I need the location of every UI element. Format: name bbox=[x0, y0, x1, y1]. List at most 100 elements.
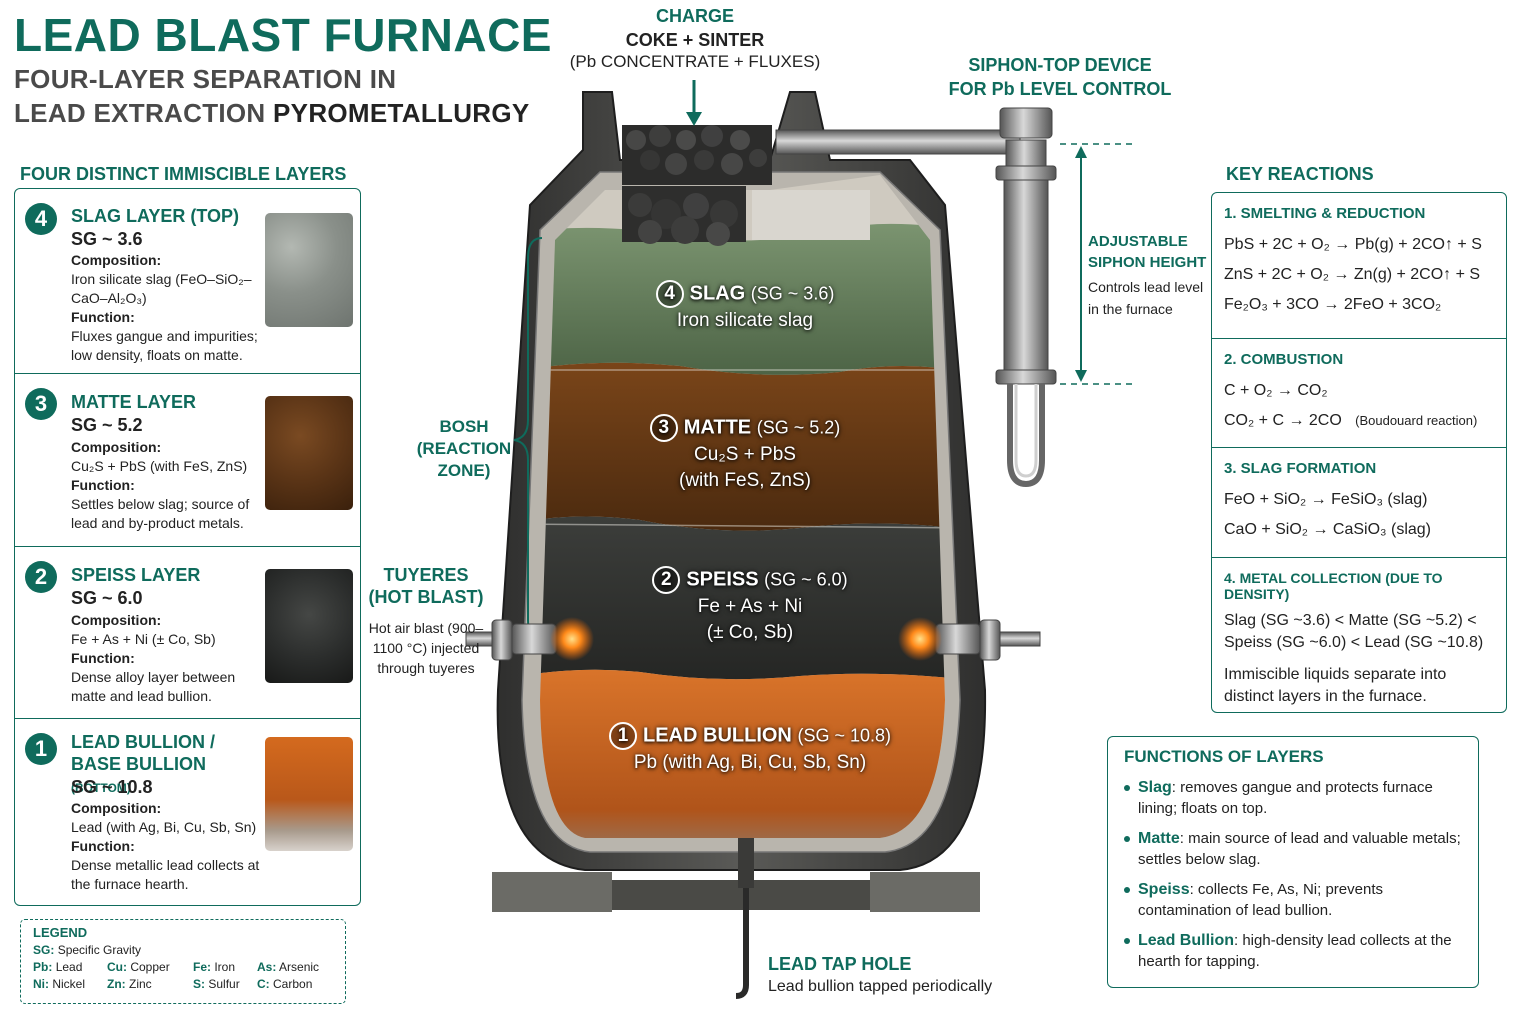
charge-main: COKE + SINTER bbox=[625, 30, 765, 50]
subtitle-line-1: FOUR-LAYER SEPARATION IN bbox=[14, 64, 397, 94]
reaction-equation: CO₂ + C → 2CO (Boudouard reaction) bbox=[1224, 406, 1494, 436]
furnace-layer-desc: (± Co, Sb) bbox=[706, 622, 794, 643]
tuyere-right bbox=[898, 617, 1041, 661]
composition-text: Lead (with Ag, Bi, Cu, Sb, Sn) bbox=[71, 819, 257, 835]
furnace-layer-desc: Pb (with Ag, Bi, Cu, Sb, Sn) bbox=[633, 752, 867, 773]
furnace-layer-name: LEAD BULLION bbox=[643, 724, 792, 747]
legend-entry: Zn: Zinc bbox=[107, 977, 152, 991]
tuyeres-text: Hot air blast (900–1100 °C) injected thr… bbox=[368, 620, 484, 676]
foundation-block bbox=[870, 872, 980, 912]
layer-details: Composition: Cu₂S + PbS (with FeS, ZnS) … bbox=[71, 438, 271, 533]
speiss-zone bbox=[540, 516, 945, 680]
speiss-texture-swatch bbox=[265, 569, 353, 683]
furnace-layer-sg: (SG ~ 10.8) bbox=[797, 725, 891, 746]
layer-name-main: LEAD BULLION / BASE BULLION bbox=[71, 732, 215, 774]
layer-number-badge: 4 bbox=[655, 280, 684, 308]
slag-texture-swatch bbox=[265, 213, 353, 327]
layer-name: LEAD BULLION / BASE BULLION (BOTTOM) bbox=[71, 731, 261, 799]
legend-entry: SG: Specific Gravity bbox=[33, 943, 142, 957]
layer-name: SLAG LAYER (TOP) bbox=[71, 206, 240, 226]
legend-entry: S: Sulfur bbox=[193, 977, 240, 991]
function-label: Function: bbox=[71, 838, 135, 854]
legend-entry: Cu: Copper bbox=[107, 960, 170, 974]
layer-card-lead-bullion: 1 LEAD BULLION / BASE BULLION (BOTTOM) S… bbox=[15, 719, 360, 905]
immiscible-note: Immiscible liquids separate into distinc… bbox=[1224, 666, 1447, 705]
layer-number-badge: 4 bbox=[25, 203, 57, 235]
page-title: LEAD BLAST FURNACE bbox=[14, 9, 552, 61]
matte-texture-swatch bbox=[265, 396, 353, 510]
layer-card-matte: 3 MATTE LAYER SG ~ 5.2 Composition: Cu₂S… bbox=[15, 374, 360, 547]
furnace-layer-desc: Iron silicate slag bbox=[676, 310, 814, 331]
reaction-section-title: 3. SLAG FORMATION bbox=[1224, 460, 1377, 477]
function-text: Settles below slag; source of lead and b… bbox=[71, 496, 250, 531]
furnace-layer-sg: (SG ~ 5.2) bbox=[756, 417, 841, 438]
tuyeres-title-line: TUYERES bbox=[383, 565, 469, 585]
composition-text: Fe + As + Ni (± Co, Sb) bbox=[71, 631, 216, 647]
reaction-section-slag-formation: 3. SLAG FORMATION FeO + SiO₂ → FeSiO₃ (s… bbox=[1212, 448, 1506, 558]
composition-label: Composition: bbox=[71, 252, 162, 268]
adjustable-siphon-title: ADJUSTABLE SIPHON HEIGHT bbox=[1088, 231, 1206, 273]
subtitle-part-a: LEAD EXTRACTION bbox=[14, 98, 266, 128]
furnace-layer-sg: (SG ~ 6.0) bbox=[764, 569, 848, 590]
bosh-label-line: (REACTION bbox=[416, 439, 512, 458]
siphon-top-device bbox=[775, 107, 1057, 488]
furnace-layer-name: SLAG bbox=[689, 282, 746, 305]
legend-entry: As: Arsenic bbox=[257, 960, 320, 974]
layer-details: Composition: Fe + As + Ni (± Co, Sb) Fun… bbox=[71, 611, 271, 706]
layers-panel: 4 SLAG LAYER (TOP) SG ~ 3.6 Composition:… bbox=[14, 188, 361, 906]
legend-row: Pb: Lead Cu: Copper Fe: Iron As: Arsenic bbox=[33, 960, 333, 974]
layer-name: MATTE LAYER bbox=[71, 392, 197, 412]
furnace-layer-desc: (with FeS, ZnS) bbox=[679, 470, 811, 491]
layer-card-speiss: 2 SPEISS LAYER SG ~ 6.0 Composition: Fe … bbox=[15, 547, 360, 719]
reaction-equation: Fe₂O₃ + 3CO → 2FeO + 3CO₂ bbox=[1224, 296, 1442, 313]
siphon-title-line: FOR Pb LEVEL CONTROL bbox=[948, 79, 1172, 99]
reaction-section-metal-collection: 4. METAL COLLECTION (DUE TO DENSITY) Sla… bbox=[1212, 558, 1506, 712]
function-term: Speiss bbox=[1138, 881, 1190, 898]
function-text: Dense alloy layer between matte and lead… bbox=[71, 669, 236, 704]
layer-name: SPEISS LAYER bbox=[71, 565, 201, 585]
tuyeres-title: TUYERES (HOT BLAST) bbox=[366, 564, 486, 608]
legend-entry: Fe: Iron bbox=[193, 960, 236, 974]
layer-card-slag: 4 SLAG LAYER (TOP) SG ~ 3.6 Composition:… bbox=[15, 189, 360, 374]
layer-number-badge: 2 bbox=[25, 561, 57, 593]
subtitle-part-b: PYROMETALLURGY bbox=[273, 98, 530, 128]
sinter-charge bbox=[752, 190, 870, 240]
arrow-down-icon bbox=[1075, 370, 1087, 382]
tuyere-left bbox=[465, 617, 594, 661]
function-label: Function: bbox=[71, 477, 135, 493]
hot-blast-glow bbox=[550, 617, 594, 661]
composition-text: Iron silicate slag (FeO–SiO₂–CaO–Al₂O₃) bbox=[71, 271, 252, 306]
tap-hole-title: LEAD TAP HOLE bbox=[768, 954, 912, 974]
furnace-label-lead-bullion: 1 LEAD BULLION (SG ~ 10.8) Pb (with Ag, B… bbox=[590, 722, 910, 776]
reaction-equation: ZnS + 2C + O₂ → Zn(g) + 2CO↑ + S bbox=[1224, 266, 1481, 283]
arrow-up-icon bbox=[1075, 146, 1087, 158]
adjust-title-line: ADJUSTABLE bbox=[1088, 233, 1188, 250]
coke-charge bbox=[622, 125, 870, 246]
reaction-section-title: 4. METAL COLLECTION (DUE TO DENSITY) bbox=[1224, 570, 1443, 602]
layer-number-badge: 1 bbox=[609, 722, 637, 750]
legend-entry: Pb: Lead bbox=[33, 960, 83, 974]
siphon-title-line: SIPHON-TOP DEVICE bbox=[968, 55, 1152, 75]
layer-name-position: (BOTTOM) bbox=[71, 781, 131, 795]
reactions-heading: KEY REACTIONS bbox=[1226, 164, 1374, 184]
composition-label: Composition: bbox=[71, 800, 162, 816]
legend-row: Ni: Nickel Zn: Zinc S: Sulfur C: Carbon bbox=[33, 977, 333, 991]
function-text: Fluxes gangue and impurities; low densit… bbox=[71, 328, 258, 363]
matte-zone bbox=[540, 362, 945, 531]
subtitle-line-2: LEAD EXTRACTION PYROMETALLURGY bbox=[14, 98, 530, 129]
bosh-label-line: BOSH bbox=[439, 417, 489, 436]
layers-heading: FOUR DISTINCT IMMISCIBLE LAYERS bbox=[20, 164, 347, 184]
legend-row: SG: Specific Gravity bbox=[33, 943, 333, 957]
layer-number-badge: 1 bbox=[25, 733, 57, 765]
bullion-texture-swatch bbox=[265, 737, 353, 851]
layer-specific-gravity: SG ~ 3.6 bbox=[71, 229, 143, 249]
reaction-section-title: 2. COMBUSTION bbox=[1224, 351, 1344, 368]
functions-title: FUNCTIONS OF LAYERS bbox=[1124, 747, 1324, 766]
tuyeres-title-line: (HOT BLAST) bbox=[368, 587, 484, 607]
legend-title: LEGEND bbox=[33, 925, 88, 940]
function-term: Matte bbox=[1138, 830, 1180, 847]
reaction-section-combustion: 2. COMBUSTION C + O₂ → CO₂ CO₂ + C → 2CO… bbox=[1212, 339, 1506, 448]
function-desc: : removes gangue and protects furnace li… bbox=[1138, 779, 1433, 817]
